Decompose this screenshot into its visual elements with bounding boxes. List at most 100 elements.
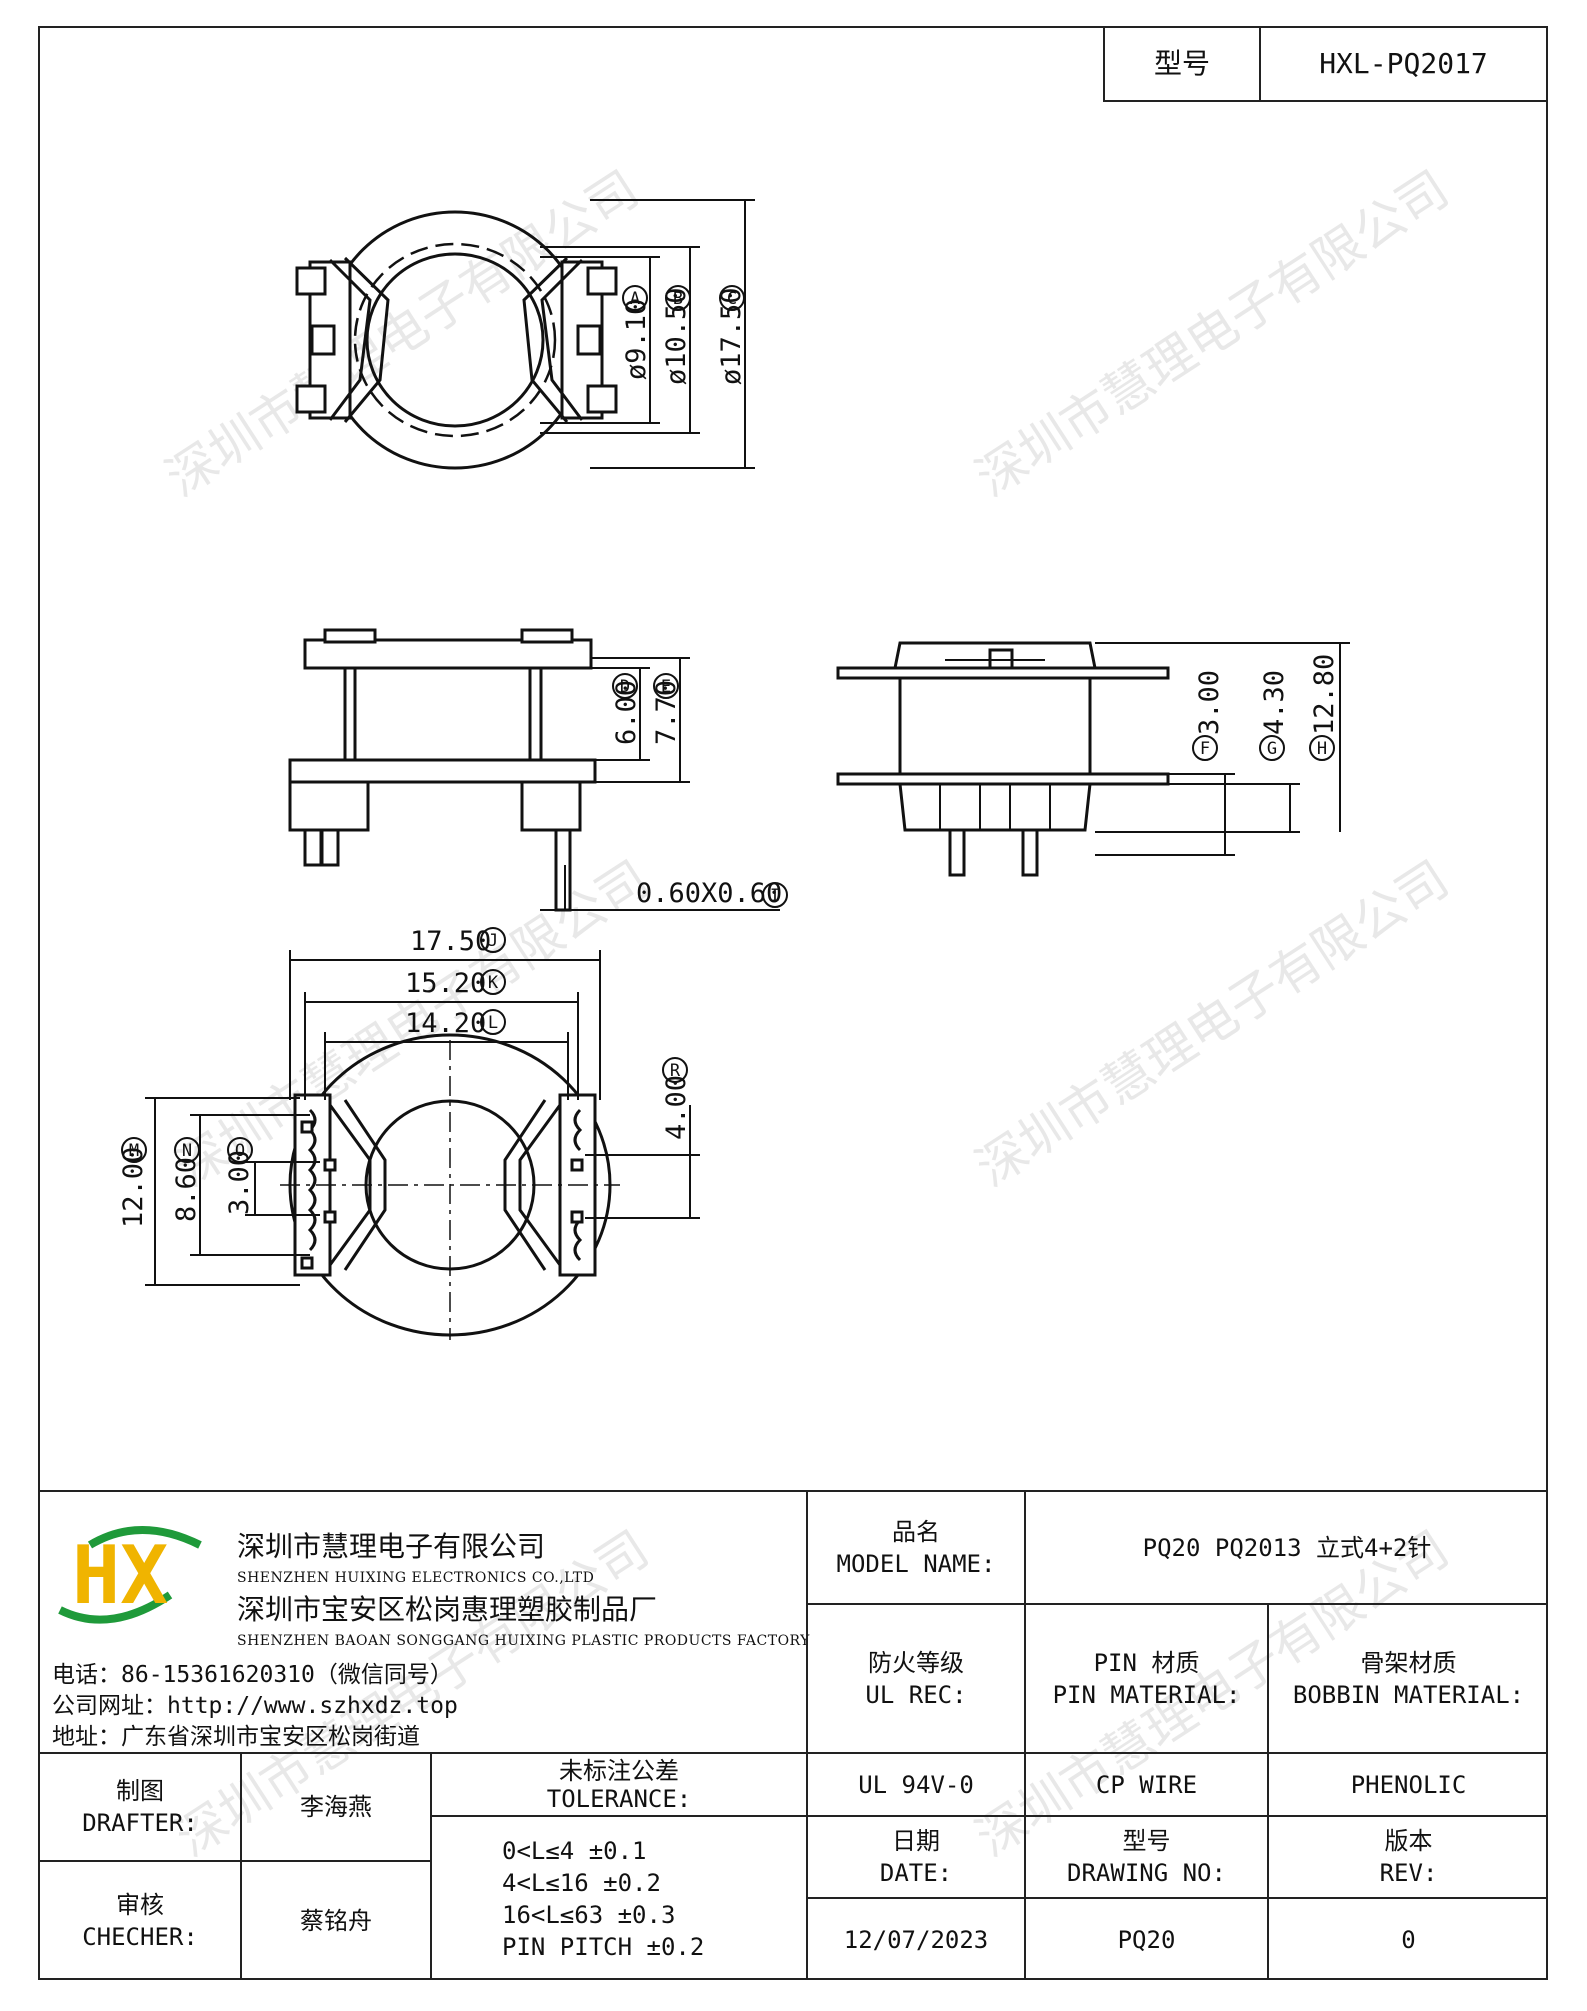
header-model-label-text: 型号 bbox=[1153, 47, 1210, 80]
drawing-no-label: 型号 DRAWING NO: bbox=[1026, 1817, 1267, 1897]
dim-r-label: 4.00 bbox=[661, 1075, 692, 1140]
tag-j: J bbox=[488, 931, 498, 951]
drafter-label-cn: 制图 bbox=[116, 1777, 164, 1805]
model-name-value: PQ20 PQ2013 立式4+2针 bbox=[1026, 1492, 1548, 1603]
grid-v-3c bbox=[1267, 1815, 1269, 1895]
ul-rec-label-cn: 防火等级 bbox=[868, 1648, 964, 1677]
top-view bbox=[295, 199, 755, 470]
grid-v-5 bbox=[430, 1752, 432, 1980]
tolerance-line-4: PIN PITCH ±0.2 bbox=[502, 1932, 705, 1961]
tag-a: A bbox=[630, 289, 640, 309]
model-name-value-text: PQ20 PQ2013 立式4+2针 bbox=[1142, 1533, 1432, 1562]
checker-label: 审核 CHECHER: bbox=[40, 1862, 240, 1980]
dim-b-label: ø10.50 bbox=[661, 287, 692, 385]
company-address: 地址：广东省深圳市宝安区松岗街道 bbox=[52, 1724, 420, 1750]
header-model-value-text: HXL-PQ2017 bbox=[1319, 47, 1488, 80]
front-view bbox=[288, 628, 780, 912]
ul-rec-label-en: UL REC: bbox=[865, 1680, 967, 1709]
ul-rec-value: UL 94V-0 bbox=[808, 1754, 1024, 1815]
grid-h-3 bbox=[430, 1815, 1548, 1817]
drawing-no-value: PQ20 bbox=[1026, 1899, 1267, 1980]
tolerance-label-cn: 未标注公差 bbox=[559, 1756, 679, 1785]
rev-label-cn: 版本 bbox=[1384, 1827, 1433, 1855]
date-label: 日期 DATE: bbox=[808, 1817, 1024, 1897]
grid-h-2 bbox=[38, 1752, 1548, 1754]
factory-name-en: SHENZHEN BAOAN SONGGANG HUIXING PLASTIC … bbox=[237, 1633, 810, 1649]
pin-material-label-en: PIN MATERIAL: bbox=[1052, 1680, 1241, 1709]
checker-value: 蔡铭舟 bbox=[242, 1862, 430, 1980]
pin-material-value: CP WIRE bbox=[1026, 1754, 1267, 1815]
ul-rec-label: 防火等级 UL REC: bbox=[808, 1605, 1024, 1752]
tolerance-line-2: 4<L≤16 ±0.2 bbox=[502, 1868, 661, 1897]
drafter-value: 李海燕 bbox=[242, 1754, 430, 1860]
bottom-view bbox=[145, 950, 700, 1340]
model-name-label: 品名 MODEL NAME: bbox=[808, 1492, 1024, 1603]
date-value: 12/07/2023 bbox=[808, 1899, 1024, 1980]
tag-n: N bbox=[182, 1141, 192, 1161]
dim-j-label: 17.50 bbox=[410, 926, 491, 957]
grid-v-3 bbox=[1267, 1603, 1269, 1815]
grid-v-4 bbox=[240, 1752, 242, 1980]
tolerance-line-1: 0<L≤4 ±0.1 bbox=[502, 1836, 647, 1865]
tag-o: O bbox=[235, 1141, 245, 1161]
rev-value: 0 bbox=[1269, 1899, 1548, 1980]
grid-v-1 bbox=[806, 1490, 808, 1980]
company-name-en: SHENZHEN HUIXING ELECTRONICS CO.,LTD bbox=[237, 1570, 595, 1586]
bobbin-material-value-text: PHENOLIC bbox=[1350, 1770, 1467, 1799]
side-view bbox=[836, 641, 1350, 877]
bobbin-material-label-en: BOBBIN MATERIAL: bbox=[1292, 1680, 1525, 1709]
ul-rec-value-text: UL 94V-0 bbox=[858, 1770, 974, 1799]
date-label-cn: 日期 bbox=[892, 1827, 940, 1855]
drawing-no-label-cn: 型号 bbox=[1122, 1827, 1171, 1855]
tag-i: I bbox=[770, 886, 780, 906]
model-name-label-cn: 品名 bbox=[892, 1517, 940, 1546]
tag-l: L bbox=[488, 1013, 498, 1033]
factory-name-cn: 深圳市宝安区松岗惠理塑胶制品厂 bbox=[237, 1593, 658, 1626]
company-website: 公司网址：http://www.szhxdz.top bbox=[52, 1693, 458, 1719]
model-name-label-en: MODEL NAME: bbox=[836, 1549, 996, 1578]
date-label-en: DATE: bbox=[879, 1859, 953, 1887]
rev-label-en: REV: bbox=[1379, 1859, 1438, 1887]
drafter-value-text: 李海燕 bbox=[300, 1793, 372, 1821]
tag-d: D bbox=[620, 677, 630, 697]
bobbin-material-value: PHENOLIC bbox=[1269, 1754, 1548, 1815]
checker-label-en: CHECHER: bbox=[82, 1923, 198, 1951]
tag-c: C bbox=[727, 289, 737, 309]
tag-f: F bbox=[1200, 739, 1210, 759]
tag-h: H bbox=[1317, 739, 1327, 759]
grid-h-4 bbox=[38, 1860, 430, 1862]
checker-value-text: 蔡铭舟 bbox=[300, 1907, 372, 1935]
pin-material-value-text: CP WIRE bbox=[1095, 1770, 1198, 1799]
tolerance-label: 未标注公差 TOLERANCE: bbox=[432, 1754, 806, 1815]
technical-drawing: ø9.10 ø10.50 ø17.50 6.00 7.70 3.00 4.30 … bbox=[118, 199, 1350, 1340]
tag-m: M bbox=[129, 1141, 139, 1161]
tag-e: E bbox=[661, 677, 671, 697]
tag-r: R bbox=[670, 1061, 681, 1081]
tag-b: B bbox=[673, 289, 683, 309]
dim-m-label: 12.00 bbox=[118, 1147, 149, 1228]
grid-h-1 bbox=[806, 1603, 1548, 1605]
logo-text: HX bbox=[72, 1529, 168, 1622]
grid-h-5 bbox=[806, 1897, 1548, 1899]
drafter-label: 制图 DRAFTER: bbox=[40, 1754, 240, 1860]
dim-f-label: 3.00 bbox=[1194, 670, 1225, 735]
dim-h-label: 12.80 bbox=[1309, 654, 1340, 735]
company-phone: 电话：86-15361620310（微信同号） bbox=[52, 1662, 453, 1688]
bobbin-material-label-cn: 骨架材质 bbox=[1360, 1648, 1457, 1677]
dim-o-label: 3.00 bbox=[224, 1150, 255, 1215]
grid-v-2 bbox=[1024, 1490, 1026, 1980]
tolerance-line-3: 16<L≤63 ±0.3 bbox=[502, 1900, 676, 1929]
dim-k-label: 15.20 bbox=[405, 968, 486, 999]
dim-g-label: 4.30 bbox=[1259, 670, 1290, 735]
dim-a-label: ø9.10 bbox=[621, 299, 652, 380]
pin-material-label-cn: PIN 材质 bbox=[1093, 1648, 1200, 1677]
company-name-cn: 深圳市慧理电子有限公司 bbox=[237, 1530, 546, 1563]
tag-k: K bbox=[488, 973, 499, 993]
dim-n-label: 8.60 bbox=[171, 1157, 202, 1222]
bobbin-material-label: 骨架材质 BOBBIN MATERIAL: bbox=[1269, 1605, 1548, 1752]
checker-label-cn: 审核 bbox=[116, 1891, 164, 1919]
drawing-no-value-text: PQ20 bbox=[1117, 1925, 1176, 1954]
drawing-frame bbox=[38, 26, 1548, 1980]
grid-v-3b bbox=[1267, 1895, 1269, 1980]
company-logo: HX bbox=[58, 1526, 202, 1624]
